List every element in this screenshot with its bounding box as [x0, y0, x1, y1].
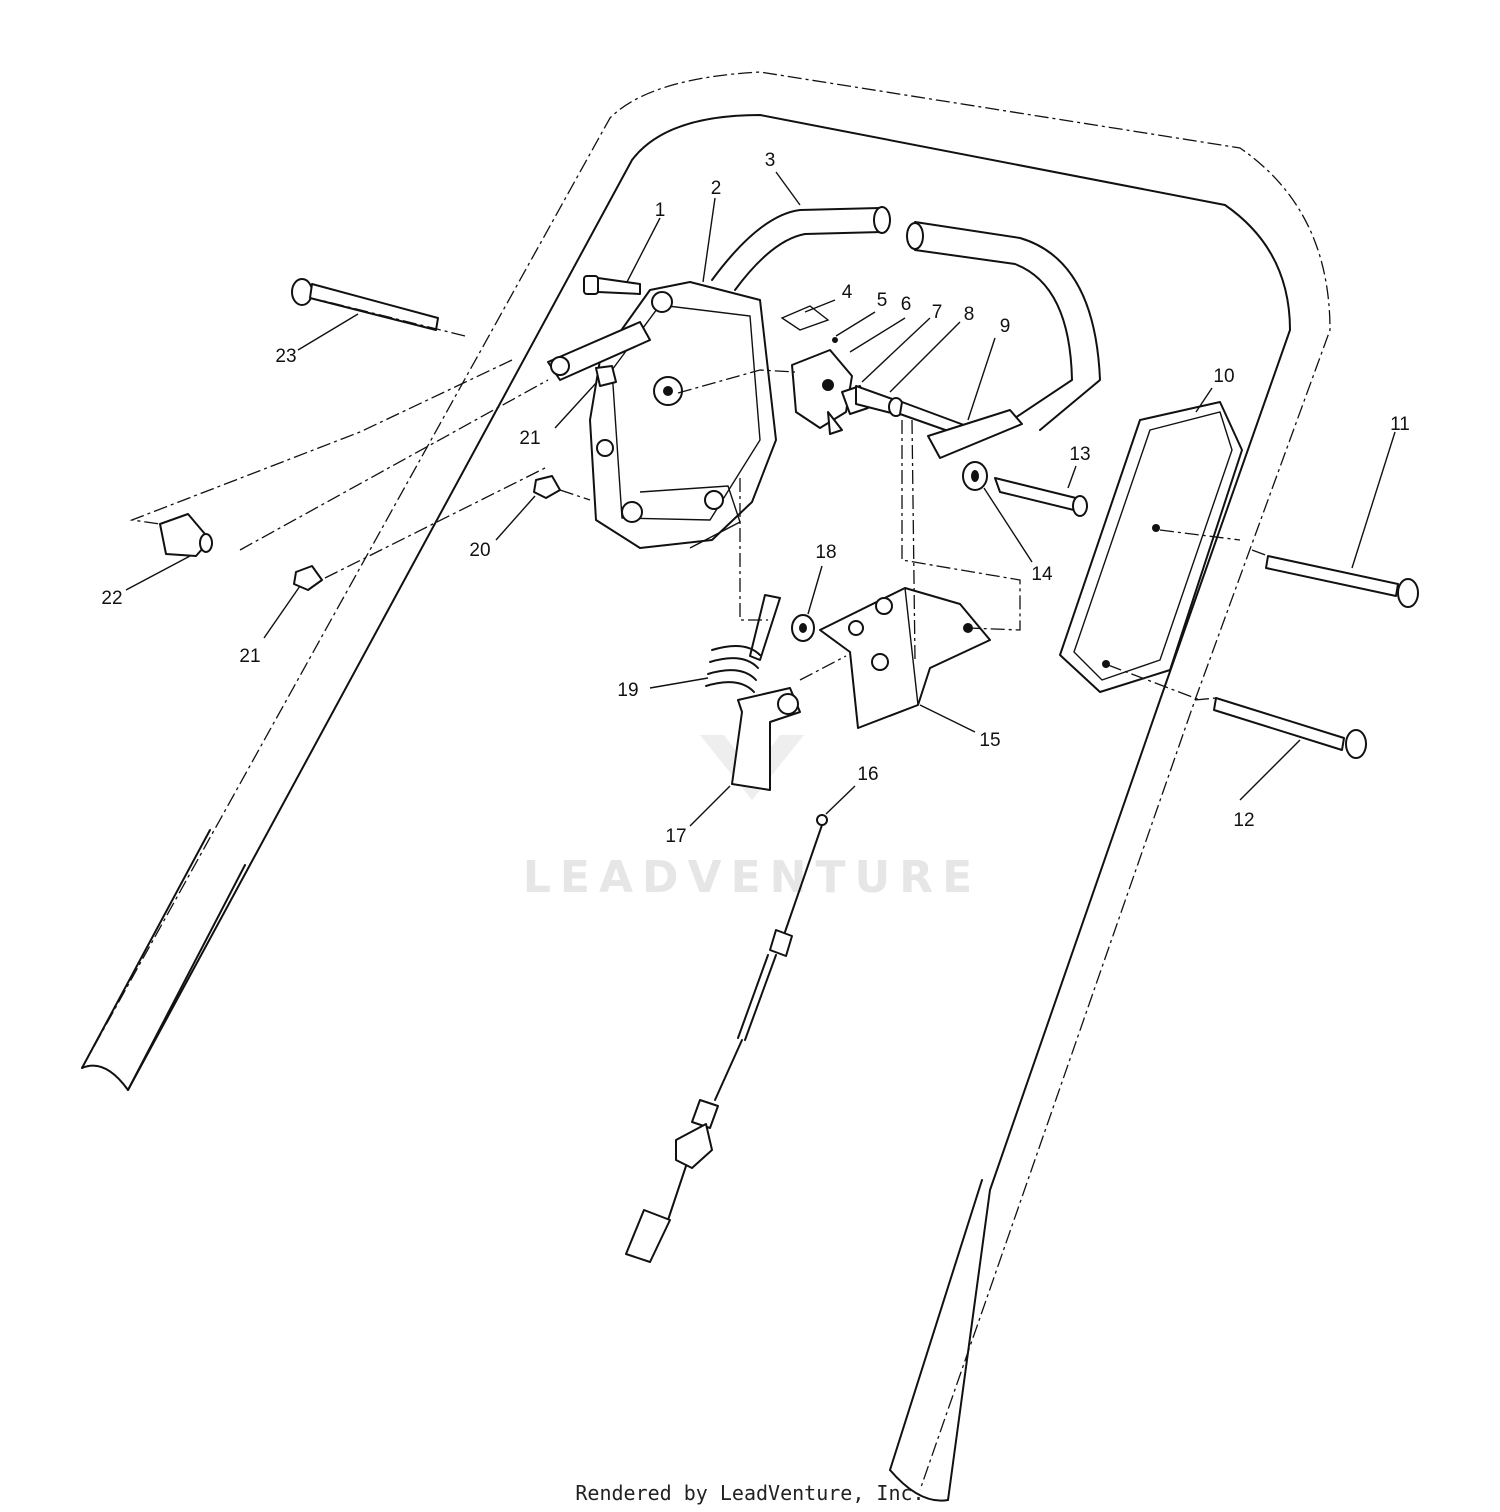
bolt-1	[583, 275, 641, 295]
part-label-22: 22	[101, 588, 122, 609]
part-labels: 1 2 3 4 5 6 7 8 9 10 11 12 13 14 15 16 1…	[101, 150, 1409, 847]
spacer-13	[994, 477, 1088, 517]
right-housing-cover	[1059, 401, 1243, 693]
part-label-1: 1	[655, 200, 666, 221]
handle-left-tube-end	[81, 1064, 129, 1091]
washer-18	[791, 614, 815, 642]
handle-outer-outline	[81, 71, 1331, 1491]
footer-credit: Rendered by LeadVenture, Inc.	[575, 1481, 924, 1505]
nut-20	[533, 475, 561, 499]
handle-right-tube-edge	[889, 1179, 983, 1471]
part-label-10: 10	[1213, 366, 1234, 387]
control-cable-16	[625, 814, 828, 1263]
fitting-22	[159, 513, 213, 557]
cam-assembly	[780, 305, 973, 439]
watermark-text: LEADVENTURE	[523, 852, 981, 903]
carriage-bolt-23	[291, 278, 439, 331]
part-label-14: 14	[1031, 564, 1053, 585]
handle-left-tube-edge	[81, 829, 246, 1091]
nut-21-upper	[595, 365, 617, 387]
part-label-17: 17	[665, 826, 686, 847]
right-arm-plate	[927, 409, 1023, 459]
handle-right-tube-end	[889, 1469, 949, 1502]
bail-bar	[711, 206, 1101, 431]
callout-leaders	[125, 171, 1396, 827]
part-label-5: 5	[877, 290, 888, 311]
spring-19	[705, 594, 781, 693]
bracket-15	[819, 587, 991, 729]
bolt-11	[1265, 555, 1419, 608]
part-label-7: 7	[932, 302, 943, 323]
part-label-16: 16	[857, 764, 878, 785]
part-label-6: 6	[901, 294, 912, 315]
part-label-11: 11	[1390, 414, 1410, 435]
assembly-guides	[129, 299, 1269, 701]
part-label-13: 13	[1069, 444, 1090, 465]
watermark-logo	[700, 735, 804, 800]
part-label-21-upper: 21	[519, 428, 540, 449]
nut-21-lower	[293, 565, 323, 591]
part-label-2: 2	[711, 178, 722, 199]
bushing-14	[962, 461, 988, 491]
part-label-3: 3	[765, 150, 776, 171]
part-label-12: 12	[1233, 810, 1254, 831]
lever-17	[731, 687, 801, 791]
part-label-19: 19	[617, 680, 638, 701]
watermark: LEADVENTURE	[523, 735, 981, 903]
part-label-8: 8	[964, 304, 975, 325]
left-control-housing	[547, 281, 777, 549]
part-label-18: 18	[815, 542, 836, 563]
part-label-4: 4	[842, 282, 853, 303]
part-label-21-lower: 21	[239, 646, 260, 667]
part-label-9: 9	[1000, 316, 1011, 337]
handle-frame	[81, 71, 1331, 1502]
part-label-15: 15	[979, 730, 1000, 751]
handle-inner-contour	[127, 114, 1291, 1501]
part-label-20: 20	[469, 540, 490, 561]
part-label-23: 23	[275, 346, 296, 367]
bolt-12	[1213, 697, 1367, 759]
